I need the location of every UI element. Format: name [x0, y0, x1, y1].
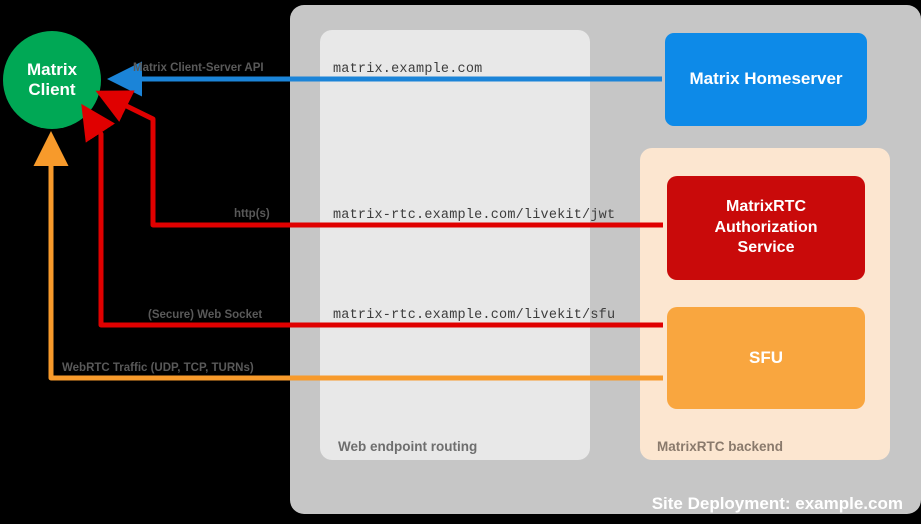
node-matrix-homeserver-body[interactable]: Matrix Homeserver	[665, 33, 867, 126]
node-auth-service-label-line1: MatrixRTC	[725, 198, 806, 216]
connector-label-webrtc-traffic: WebRTC Traffic (UDP, TCP, TURNs)	[62, 362, 254, 374]
node-matrixrtc-authorization-service[interactable]	[667, 176, 865, 280]
node-auth-service-label-line2: Authorization	[714, 218, 818, 236]
connector-https-jwt	[95, 90, 663, 228]
container-matrixrtc-backend-label: MatrixRTC backend	[657, 439, 784, 454]
node-sfu-body[interactable]: SFU	[667, 307, 865, 409]
endpoint-label-matrix-example-com: matrix.example.com	[333, 62, 483, 77]
connector-label-matrix-client-server-api: Matrix Client-Server API	[133, 62, 264, 74]
node-matrix-client[interactable]	[3, 31, 101, 129]
node-auth-service-body[interactable]: MatrixRTC Authorization Service	[667, 176, 865, 280]
endpoint-label-livekit-jwt: matrix-rtc.example.com/livekit/jwt	[333, 208, 616, 223]
connector-label-secure-web-socket: (Secure) Web Socket	[148, 309, 263, 321]
node-matrix-client-body[interactable]: Matrix Client	[3, 31, 101, 129]
container-web-endpoint-routing	[320, 30, 590, 460]
node-matrix-homeserver[interactable]	[665, 33, 867, 126]
node-matrix-client-label-line1: Matrix	[26, 59, 78, 79]
connector-webrtc-traffic	[33, 131, 663, 381]
node-sfu[interactable]	[667, 307, 865, 409]
node-matrix-homeserver-label: Matrix Homeserver	[689, 69, 843, 89]
node-matrix-client-label-line2: Client	[28, 80, 76, 99]
connector-secure-web-socket	[81, 103, 663, 328]
container-web-endpoint-routing-label: Web endpoint routing	[338, 439, 478, 454]
connector-label-https: http(s)	[234, 208, 270, 220]
node-auth-service-label-line3: Service	[737, 239, 795, 257]
endpoint-label-livekit-sfu: matrix-rtc.example.com/livekit/sfu	[333, 308, 616, 323]
container-site-deployment-label: Site Deployment: example.com	[651, 494, 903, 513]
node-sfu-label: SFU	[749, 347, 783, 367]
